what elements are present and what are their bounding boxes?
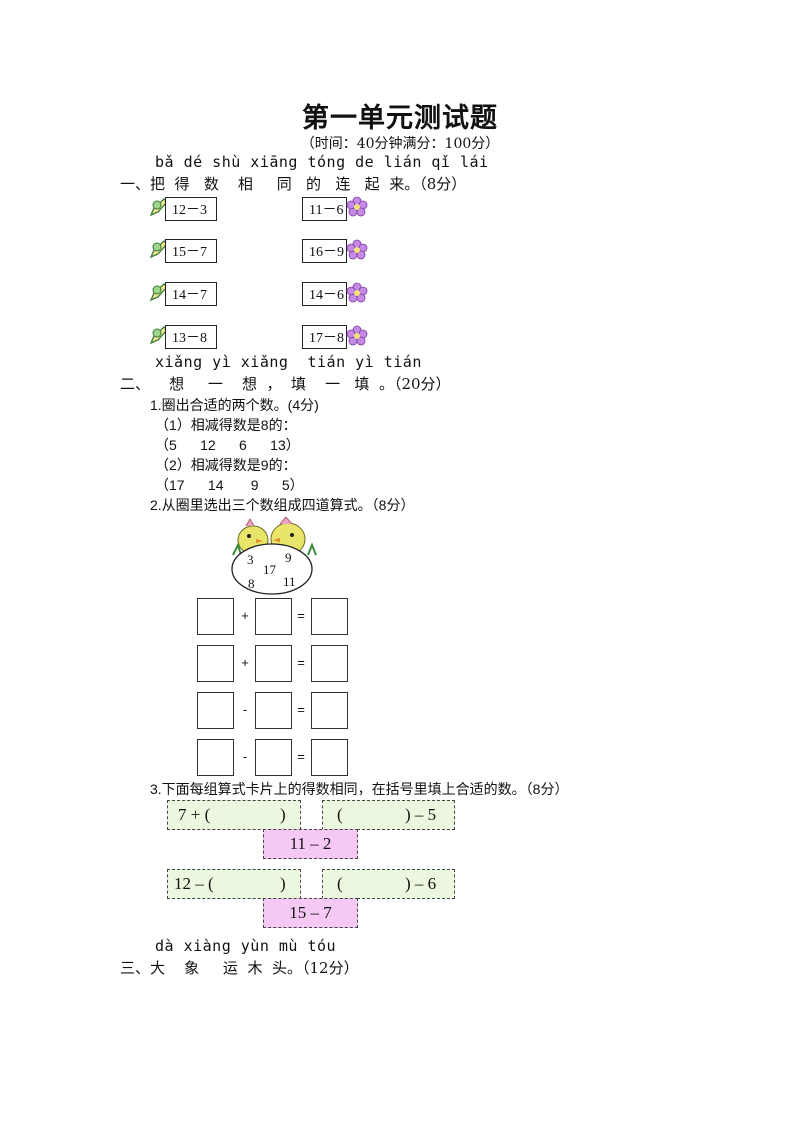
expression-right-part: ) – 6	[405, 874, 437, 893]
expression-left-part: (	[337, 805, 343, 824]
equals-sign: =	[297, 749, 305, 764]
answer-box[interactable]	[255, 739, 292, 776]
right-card-4[interactable]: 17－8	[302, 325, 347, 349]
expression-left-part: 7 + (	[178, 805, 211, 824]
pencil-icon	[149, 283, 168, 302]
expression-right-part: )	[280, 874, 286, 893]
left-card-2[interactable]: 15－7	[165, 239, 217, 263]
section2-pinyin: xiǎng yì xiǎng tián yì tián	[155, 353, 422, 371]
expression-right-part: )	[280, 805, 286, 824]
answer-box[interactable]	[197, 739, 234, 776]
expression-left-part: (	[337, 874, 343, 893]
answer-box[interactable]	[255, 598, 292, 635]
equals-sign: =	[297, 702, 305, 717]
expression-card[interactable]: 7 + ( )	[167, 800, 301, 830]
egg-number[interactable]: 8	[248, 576, 255, 591]
section2-heading: 二、 想 一 想 ， 填 一 填 。（20分）	[120, 375, 451, 393]
plus-sign: +	[241, 655, 249, 670]
right-card-1[interactable]: 11－6	[302, 197, 347, 221]
answer-box[interactable]	[197, 692, 234, 729]
result-card: 11 – 2	[263, 829, 358, 859]
q1b-numbers[interactable]: （17 14 9 5）	[155, 477, 304, 493]
egg-number[interactable]: 11	[283, 574, 296, 589]
minus-sign: -	[242, 749, 248, 764]
answer-box[interactable]	[255, 645, 292, 682]
answer-box[interactable]	[311, 692, 348, 729]
answer-box[interactable]	[255, 692, 292, 729]
q1a-numbers[interactable]: （5 12 6 13）	[155, 437, 300, 453]
right-card-3[interactable]: 14－6	[302, 282, 347, 306]
left-card-4[interactable]: 13－8	[165, 325, 217, 349]
flower-icon	[346, 196, 368, 217]
pencil-icon	[149, 198, 168, 217]
section1-heading: 一、把 得 数 相 同 的 连 起 来。（8分）	[120, 175, 467, 193]
expression-card[interactable]: ( ) – 5	[322, 800, 455, 830]
q3-title: 3.下面每组算式卡片上的得数相同，在括号里填上合适的数。（8分）	[150, 781, 569, 797]
left-card-1[interactable]: 12－3	[165, 197, 217, 221]
expression-card[interactable]: ( ) – 6	[322, 869, 455, 899]
chicks-egg-illustration	[231, 516, 317, 595]
section3-pinyin: dà xiàng yùn mù tóu	[155, 937, 337, 955]
answer-box[interactable]	[197, 645, 234, 682]
q1-title: 1.圈出合适的两个数。(4分)	[150, 397, 319, 413]
answer-box[interactable]	[311, 739, 348, 776]
plus-sign: +	[241, 608, 249, 623]
flower-icon	[346, 282, 368, 303]
answer-box[interactable]	[311, 645, 348, 682]
equals-sign: =	[297, 608, 305, 623]
egg-number[interactable]: 3	[247, 552, 254, 567]
answer-box[interactable]	[197, 598, 234, 635]
minus-sign: -	[242, 702, 248, 717]
q1b-label: （2）相减得数是9的：	[155, 457, 297, 473]
expression-right-part: ) – 5	[405, 805, 437, 824]
result-card: 15 – 7	[263, 898, 358, 928]
section1-pinyin: bǎ dé shù xiāng tóng de lián qǐ lái	[155, 153, 489, 171]
answer-box[interactable]	[311, 598, 348, 635]
section3-heading: 三、大 象 运 木 头。（12分）	[120, 959, 359, 977]
q1a-label: （1）相减得数是8的：	[155, 417, 297, 433]
egg-number[interactable]: 17	[263, 562, 276, 577]
right-card-2[interactable]: 16－9	[302, 239, 347, 263]
flower-icon	[346, 325, 368, 346]
q2-title: 2.从圈里选出三个数组成四道算式。（8分）	[150, 497, 415, 513]
egg-number[interactable]: 9	[285, 550, 292, 565]
expression-card[interactable]: 12 – ( )	[167, 869, 301, 899]
page-subtitle: （时间：40分钟满分：100分）	[300, 136, 500, 152]
page-title: 第一单元测试题	[302, 103, 498, 134]
expression-left-part: 12 – (	[174, 874, 214, 893]
equals-sign: =	[297, 655, 305, 670]
flower-icon	[346, 239, 368, 260]
left-card-3[interactable]: 14－7	[165, 282, 217, 306]
